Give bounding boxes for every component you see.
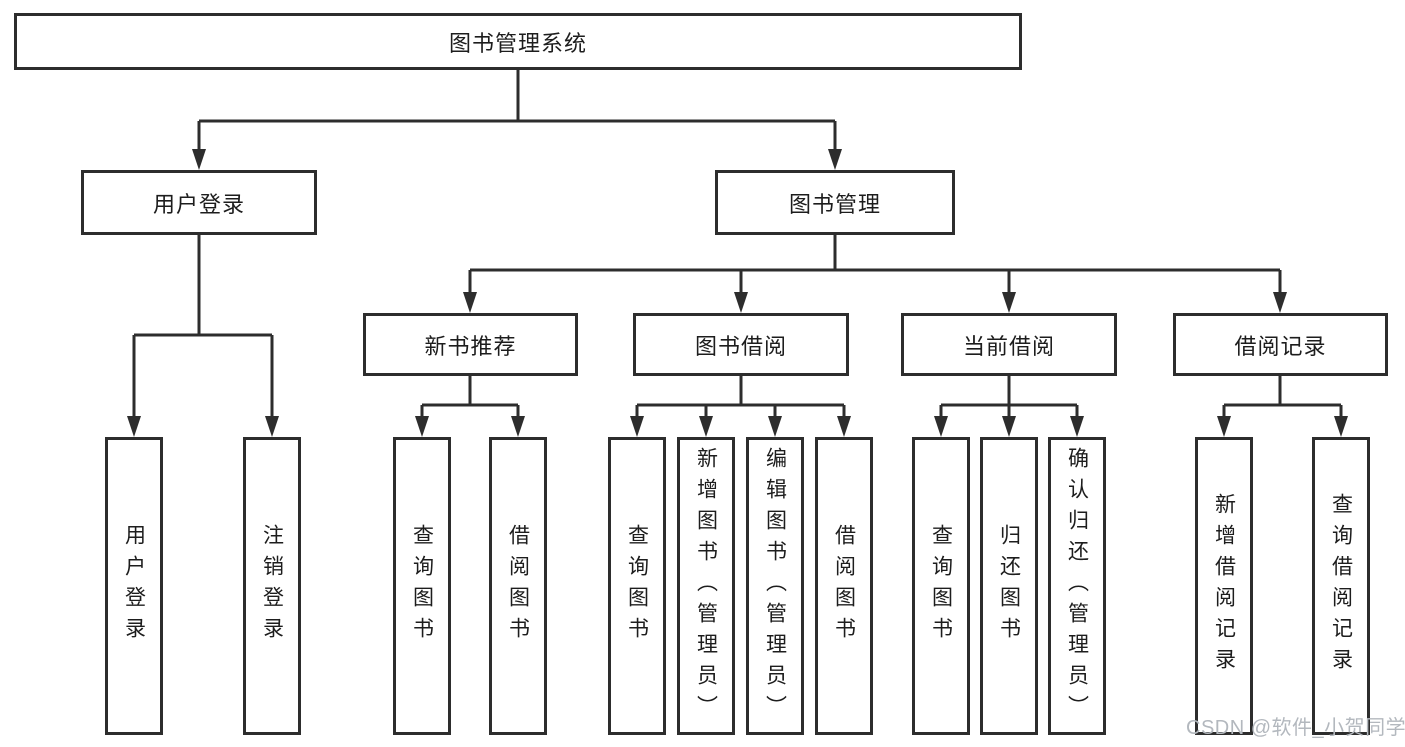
leaf-query-book-current: 查询图书	[912, 437, 970, 735]
leaf-borrow-book: 借阅图书	[815, 437, 873, 735]
watermark: CSDN @软件_小贺同学	[1186, 717, 1405, 739]
leaf-query-book-recommend-label: 查询图书	[410, 524, 434, 648]
node-book-borrow: 图书借阅	[633, 313, 849, 376]
leaf-borrow-book-label: 借阅图书	[832, 524, 856, 648]
node-borrow-record-label: 借阅记录	[1234, 333, 1327, 359]
node-book-borrow-label: 图书借阅	[694, 333, 787, 359]
leaf-return-book: 归还图书	[980, 437, 1038, 735]
node-borrow-record: 借阅记录	[1173, 313, 1388, 376]
leaf-user-login: 用户登录	[105, 437, 163, 735]
leaf-query-book-borrow: 查询图书	[608, 437, 666, 735]
leaf-edit-book-admin-label: 编辑图书（管理员）	[763, 446, 787, 726]
node-new-book-recommend: 新书推荐	[363, 313, 578, 376]
node-root: 图书管理系统	[14, 13, 1022, 70]
tree-edges	[132, 70, 1343, 431]
leaf-query-borrow-record: 查询借阅记录	[1312, 437, 1370, 735]
leaf-query-borrow-record-label: 查询借阅记录	[1329, 493, 1353, 679]
leaf-query-book-recommend: 查询图书	[393, 437, 451, 735]
leaf-borrow-book-recommend: 借阅图书	[489, 437, 547, 735]
leaf-add-book-admin-label: 新增图书（管理员）	[694, 446, 718, 726]
leaf-user-login-label: 用户登录	[122, 524, 146, 648]
leaf-borrow-book-recommend-label: 借阅图书	[506, 524, 530, 648]
leaf-logout-label: 注销登录	[260, 524, 284, 648]
leaf-confirm-return-admin-label: 确认归还（管理员）	[1065, 446, 1089, 726]
leaf-query-book-current-label: 查询图书	[929, 524, 953, 648]
leaf-confirm-return-admin: 确认归还（管理员）	[1048, 437, 1106, 735]
leaf-query-book-borrow-label: 查询图书	[625, 524, 649, 648]
node-root-label: 图书管理系统	[448, 30, 587, 56]
node-user-login: 用户登录	[81, 170, 317, 235]
node-new-book-recommend-label: 新书推荐	[424, 333, 517, 359]
leaf-return-book-label: 归还图书	[997, 524, 1021, 648]
arrowhead-icons	[127, 149, 1348, 437]
leaf-add-borrow-record: 新增借阅记录	[1195, 437, 1253, 735]
leaf-logout: 注销登录	[243, 437, 301, 735]
node-current-borrow-label: 当前借阅	[962, 333, 1055, 359]
node-current-borrow: 当前借阅	[901, 313, 1117, 376]
leaf-add-book-admin: 新增图书（管理员）	[677, 437, 735, 735]
node-book-management-label: 图书管理	[788, 191, 881, 217]
leaf-add-borrow-record-label: 新增借阅记录	[1212, 493, 1236, 679]
node-user-login-label: 用户登录	[152, 191, 245, 217]
node-book-management: 图书管理	[715, 170, 955, 235]
leaf-edit-book-admin: 编辑图书（管理员）	[746, 437, 804, 735]
